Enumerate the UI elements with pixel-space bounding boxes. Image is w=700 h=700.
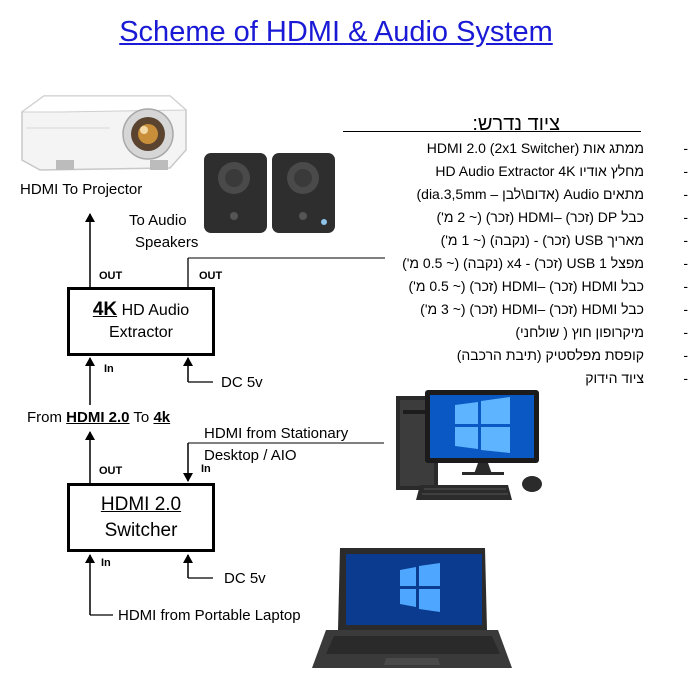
audio-extractor-box: 4K HD Audio Extractor [67,287,215,356]
desktop-pc-icon [396,390,542,500]
diagram-title: Scheme of HDMI & Audio System [119,16,553,48]
equipment-list-item: מחלץ אודיו HD Audio Extractor 4K [320,161,688,184]
audio-speakers-label-line2: Speakers [135,234,199,251]
extractor-4k-label: 4K [92,299,118,320]
projector-icon [20,95,188,171]
extractor-out-port-label: OUT [99,270,123,282]
hdmi-link-label: From HDMI 2.0 To 4k [27,409,171,426]
equipment-list-item: מתאים Audio (אדום\לבן – dia.3,5mm) [320,184,688,207]
stationary-desktop-label-line2: Desktop / AIO [204,447,297,464]
switcher-in-port-label: In [201,463,211,475]
switcher-in-port-label: In [101,557,111,569]
equipment-list-item: כבל HDMI (זכר) –HDMI (זכר) (~ 0.5 מ') [320,276,688,299]
switcher-dc-label: DC 5v [224,570,266,587]
extractor-title: HD Audio [117,302,190,319]
equipment-heading-divider [343,131,641,132]
laptop-label: HDMI from Portable Laptop [118,607,301,624]
extractor-out-port-label: OUT [199,270,223,282]
equipment-list-item: מאריך USB (זכר) - (נקבה) (~ 1 מ') [320,230,688,253]
switcher-subtitle: Switcher [104,519,178,541]
switcher-title: HDMI 2.0 [100,493,182,515]
speakers-icon [204,153,335,233]
stationary-desktop-label-line1: HDMI from Stationary [204,425,349,442]
projector-label: HDMI To Projector [20,181,143,198]
equipment-list-item: ממתג אות HDMI 2.0 (2x1 Switcher) [320,138,688,161]
extractor-subtitle: Extractor [108,324,173,341]
extractor-in-port-label: In [104,363,114,375]
equipment-list-item: ציוד הידוק [320,368,688,391]
equipment-list-item: קופסת מפלסטיק (תיבת הרכבה) [320,345,688,368]
equipment-list-item: כבל HDMI (זכר) –HDMI (זכר) (~ 3 מ') [320,299,688,322]
equipment-list: ממתג אות HDMI 2.0 (2x1 Switcher)מחלץ אוד… [320,138,688,391]
laptop-icon [312,548,512,668]
equipment-list-item: כבל DP (זכר) –HDMI (זכר) (~ 2 מ') [320,207,688,230]
hdmi-switcher-box: HDMI 2.0 Switcher [67,483,215,552]
equipment-list-item: מיקרופון חוץ ( שולחני) [320,322,688,345]
audio-speakers-label-line1: To Audio [129,212,187,229]
switcher-out-port-label: OUT [99,465,123,477]
extractor-dc-label: DC 5v [221,374,263,391]
equipment-list-item: מפצל USB 1 (זכר) - x4 (נקבה) (~ 0.5 מ') [320,253,688,276]
equipment-heading: ציוד נדרש: [472,113,560,135]
